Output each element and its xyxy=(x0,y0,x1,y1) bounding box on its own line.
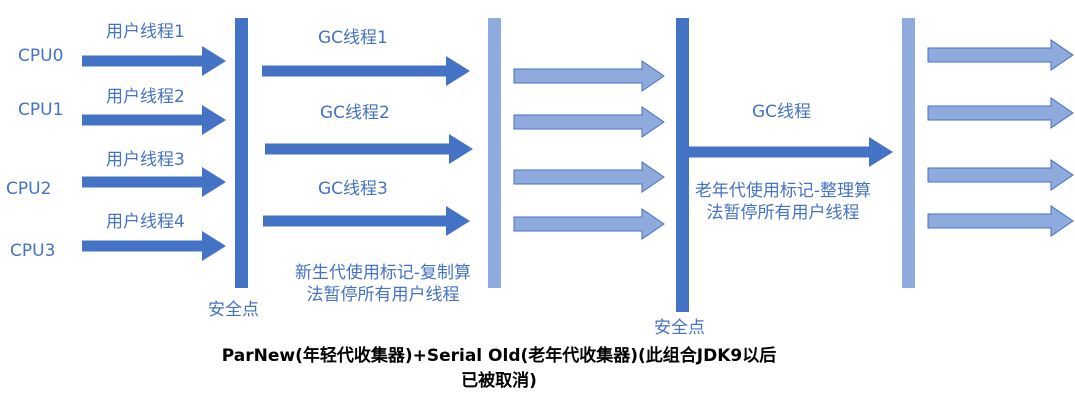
old-gc-thread-label: GC线程 xyxy=(752,102,812,122)
resume-arrow-1 xyxy=(513,60,665,92)
safepoint-1-bar xyxy=(235,18,248,288)
resume-arrow-2 xyxy=(513,106,665,138)
user-thread-3-arrow xyxy=(82,167,226,197)
resume-arrow-4 xyxy=(513,208,665,240)
final-arrow-2 xyxy=(927,97,1074,129)
young-gen-note: 新生代使用标记-复制算法暂停所有用户线程 xyxy=(294,263,472,305)
cpu2-label: CPU2 xyxy=(6,179,52,199)
gc-thread-3-label: GC线程3 xyxy=(318,179,388,199)
gc-thread-2-label: GC线程2 xyxy=(320,103,390,123)
gc-thread-1-arrow xyxy=(262,56,470,86)
safepoint-1-label: 安全点 xyxy=(208,300,259,320)
gc-thread-3-arrow xyxy=(263,206,470,236)
gc-thread-1-label: GC线程1 xyxy=(318,28,388,48)
cpu1-label: CPU1 xyxy=(18,100,64,120)
diagram-caption: ParNew(年轻代收集器)+Serial Old(老年代收集器)(此组合JDK… xyxy=(221,346,777,391)
final-arrow-3 xyxy=(927,159,1074,191)
final-arrow-4 xyxy=(927,205,1074,237)
gc-thread-2-arrow xyxy=(265,134,473,164)
user-thread-4-label: 用户线程4 xyxy=(106,212,185,232)
safepoint-2-bar xyxy=(676,18,689,312)
user-thread-2-label: 用户线程2 xyxy=(106,87,185,107)
safepoint-2-label: 安全点 xyxy=(654,318,705,338)
cpu0-label: CPU0 xyxy=(18,46,64,66)
user-thread-4-arrow xyxy=(82,231,226,261)
old-gen-note: 老年代使用标记-整理算法暂停所有用户线程 xyxy=(694,181,872,223)
old-gc-thread-arrow xyxy=(686,137,893,167)
old-gc-end-bar xyxy=(902,18,915,288)
user-thread-3-label: 用户线程3 xyxy=(106,150,185,170)
user-thread-2-arrow xyxy=(82,105,226,135)
cpu3-label: CPU3 xyxy=(10,241,56,261)
resume-arrow-3 xyxy=(513,161,665,193)
user-thread-1-label: 用户线程1 xyxy=(106,22,185,42)
final-arrow-1 xyxy=(927,39,1074,71)
user-thread-1-arrow xyxy=(82,46,226,76)
gc-end-bar xyxy=(488,18,501,288)
